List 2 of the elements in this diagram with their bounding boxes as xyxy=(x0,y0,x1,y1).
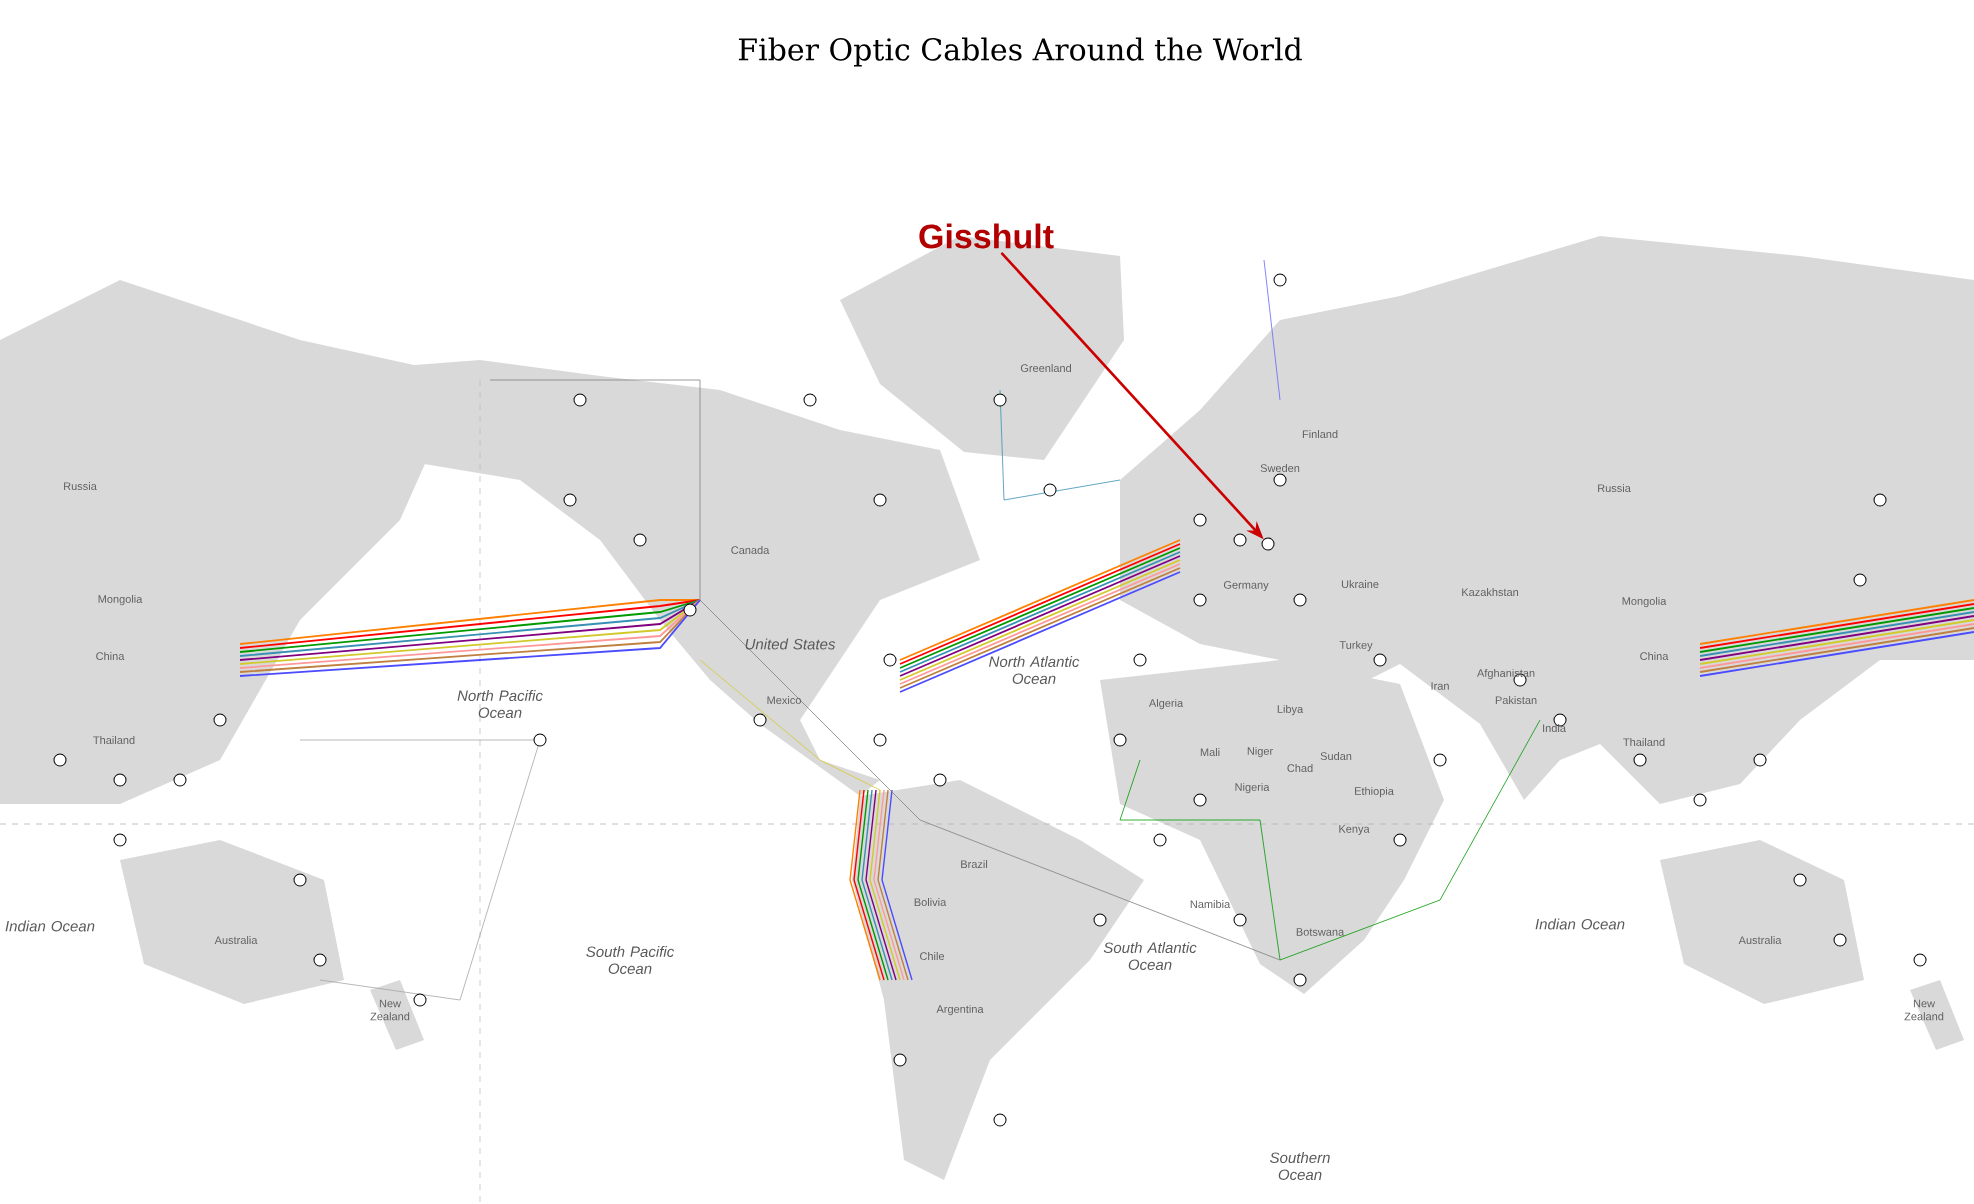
place-label: Gisshult xyxy=(919,223,1054,249)
title: Fiber Optic Cables Around the World xyxy=(738,37,1302,67)
